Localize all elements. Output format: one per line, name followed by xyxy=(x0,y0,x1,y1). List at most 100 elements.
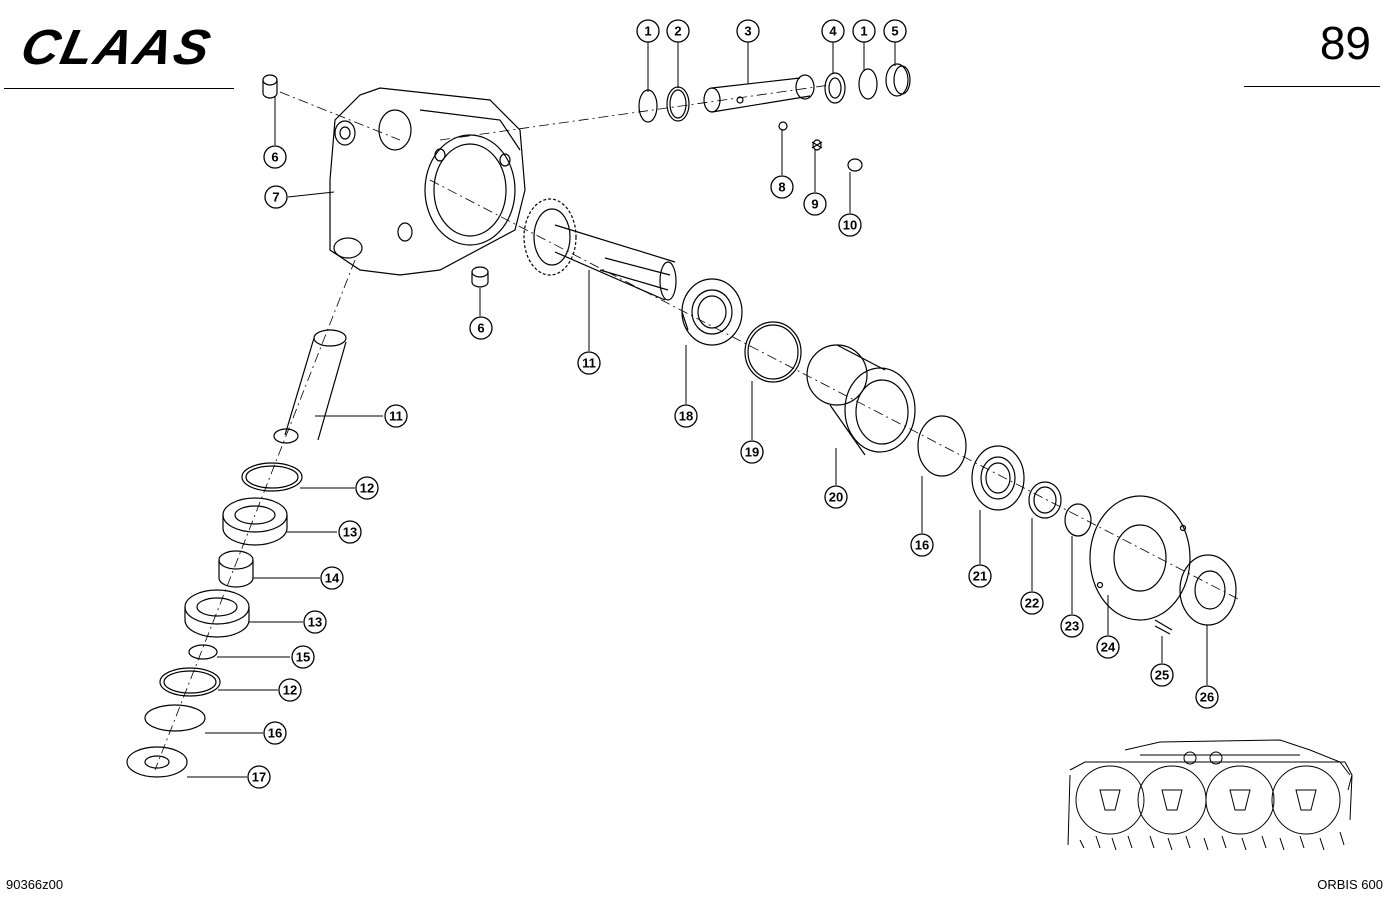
callout-23: 23 xyxy=(1060,614,1084,638)
plug-bottom xyxy=(471,266,489,288)
callout-2: 2 xyxy=(666,19,690,43)
callout-11: 11 xyxy=(577,351,601,375)
callout-4: 4 xyxy=(821,19,845,43)
callout-number: 3 xyxy=(744,24,751,39)
callout-number: 11 xyxy=(389,409,403,424)
circlip-23 xyxy=(1064,503,1092,537)
callout-20: 20 xyxy=(824,485,848,509)
circlip-16-left xyxy=(144,704,206,732)
header-rule-left xyxy=(4,88,234,89)
callout-number: 26 xyxy=(1200,690,1214,705)
callout-number: 24 xyxy=(1101,640,1116,655)
ring-12-upper xyxy=(241,462,303,492)
pinion-shaft-vertical xyxy=(273,329,347,444)
callout-number: 11 xyxy=(582,356,596,371)
callout-number: 25 xyxy=(1155,668,1169,683)
circlip-16-right xyxy=(917,415,967,477)
callout-number: 21 xyxy=(973,569,987,584)
ball-8 xyxy=(778,121,788,131)
callout-number: 9 xyxy=(811,197,818,212)
callout-14: 14 xyxy=(320,566,344,590)
bevel-gear-shaft-horizontal xyxy=(523,198,677,301)
callout-13: 13 xyxy=(338,520,362,544)
ring-4 xyxy=(824,72,846,104)
callout-number: 15 xyxy=(296,650,310,665)
ring-19 xyxy=(744,321,802,383)
callout-number: 20 xyxy=(829,490,843,505)
callout-16: 16 xyxy=(263,721,287,745)
callout-number: 8 xyxy=(778,180,785,195)
callout-number: 6 xyxy=(477,321,484,336)
callout-1: 1 xyxy=(636,19,660,43)
leader-lines xyxy=(187,42,1208,778)
callout-number: 16 xyxy=(915,538,929,553)
callout-9: 9 xyxy=(803,192,827,216)
callout-16: 16 xyxy=(910,533,934,557)
bearing-21 xyxy=(971,445,1025,511)
callout-17: 17 xyxy=(247,765,271,789)
bearing-13-upper xyxy=(222,497,288,546)
callout-number: 22 xyxy=(1025,596,1039,611)
callout-25: 25 xyxy=(1150,663,1174,687)
callout-number: 10 xyxy=(843,218,857,233)
callout-number: 6 xyxy=(271,150,278,165)
callout-number: 16 xyxy=(268,726,282,741)
callout-15: 15 xyxy=(291,645,315,669)
header-rule-right xyxy=(1244,86,1380,87)
callout-5: 5 xyxy=(883,19,907,43)
sleeve-20 xyxy=(806,344,916,456)
callout-number: 23 xyxy=(1065,619,1079,634)
callout-number: 5 xyxy=(891,24,898,39)
callout-21: 21 xyxy=(968,564,992,588)
flange-24 xyxy=(1089,495,1191,621)
callout-number: 1 xyxy=(860,24,867,39)
callout-12: 12 xyxy=(278,678,302,702)
callout-3: 3 xyxy=(736,19,760,43)
bearing-18 xyxy=(681,278,743,346)
bearing-13-lower xyxy=(184,589,250,638)
callout-number: 12 xyxy=(360,481,374,496)
callout-22: 22 xyxy=(1020,591,1044,615)
plug-top xyxy=(262,74,278,99)
callout-number: 19 xyxy=(745,445,759,460)
callout-6: 6 xyxy=(469,316,493,340)
callout-number: 18 xyxy=(679,409,693,424)
cap-10 xyxy=(847,158,863,172)
callout-number: 12 xyxy=(283,683,297,698)
callout-12: 12 xyxy=(355,476,379,500)
callout-number: 7 xyxy=(272,190,279,205)
callout-number: 17 xyxy=(252,770,266,785)
circlip-1a xyxy=(638,89,658,123)
ring-5 xyxy=(885,63,909,97)
callout-13: 13 xyxy=(303,610,327,634)
callout-7: 7 xyxy=(264,185,288,209)
callout-number: 1 xyxy=(644,24,651,39)
model-name: ORBIS 600 xyxy=(1317,877,1383,892)
callout-number: 13 xyxy=(343,525,357,540)
washer-22 xyxy=(1028,481,1062,519)
gearbox-housing xyxy=(329,87,526,276)
pin-shaft-3 xyxy=(703,74,815,113)
screw-25 xyxy=(1154,619,1173,635)
callout-number: 4 xyxy=(829,24,837,39)
callout-8: 8 xyxy=(770,175,794,199)
circlip-15 xyxy=(188,644,218,660)
callout-11: 11 xyxy=(384,404,408,428)
drawing-code: 90366z00 xyxy=(6,877,64,892)
callout-number: 14 xyxy=(325,571,340,586)
seal-17 xyxy=(126,746,188,778)
callout-6: 6 xyxy=(263,145,287,169)
callout-number: 2 xyxy=(674,24,681,39)
callout-19: 19 xyxy=(740,440,764,464)
callout-10: 10 xyxy=(838,213,862,237)
disc-26 xyxy=(1179,554,1237,626)
circlip-1b xyxy=(858,68,878,100)
spacer-14 xyxy=(218,550,254,588)
page-number: 89 xyxy=(1319,17,1371,69)
ring-12-lower xyxy=(159,667,221,697)
callout-18: 18 xyxy=(674,404,698,428)
callout-number: 13 xyxy=(308,615,322,630)
center-lines xyxy=(154,84,1241,771)
